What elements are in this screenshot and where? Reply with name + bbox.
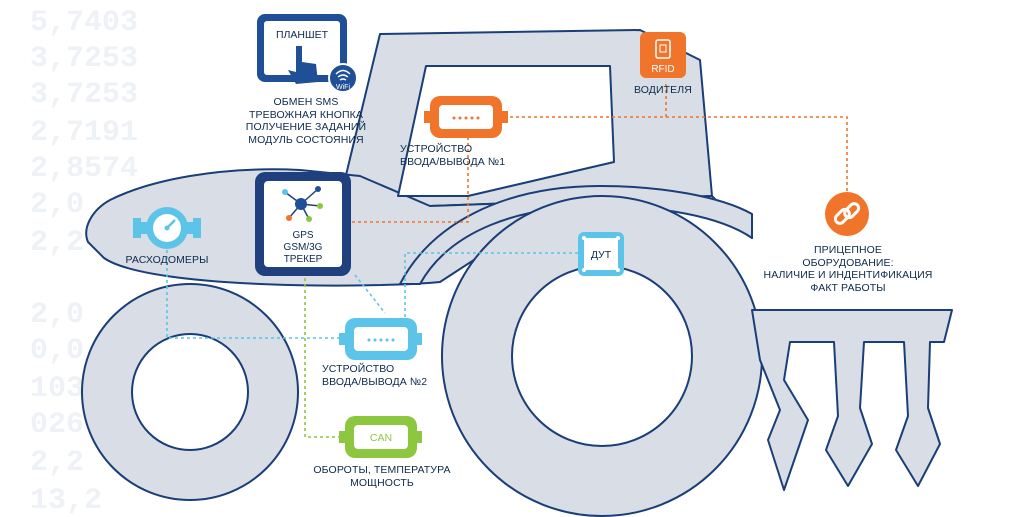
can-label: CAN <box>370 432 392 444</box>
io-device-1 <box>424 96 508 138</box>
can-module: CAN <box>339 416 422 458</box>
link-dut-io2 <box>404 252 578 318</box>
trailer-link-badge <box>825 192 869 236</box>
tablet-label: ПЛАНШЕТ <box>276 29 329 41</box>
link-tracker-io1 <box>352 130 469 223</box>
plough <box>751 309 953 491</box>
bg-digit: 2,0 <box>30 298 84 332</box>
wifi-icon <box>328 63 358 93</box>
bg-digit: 2,2 <box>30 226 84 260</box>
rear-wheel <box>441 195 763 517</box>
link-flow-io2 <box>166 250 345 339</box>
chain-link-icon <box>833 202 861 225</box>
tablet-features: ОБМЕН SMS ТРЕВОЖНАЯ КНОПКА ПОЛУЧЕНИЕ ЗАД… <box>226 96 386 146</box>
link-tracker-io2 <box>354 274 386 314</box>
can-caption: ОБОРОТЫ, ТЕМПЕРАТУРА МОЩНОСТЬ <box>313 464 451 489</box>
wifi-label: WiFi <box>336 84 350 91</box>
network-icon <box>282 186 323 222</box>
rfid-label: RFID <box>651 64 674 75</box>
bg-digit: 2,7191 <box>30 116 138 150</box>
link-io1-trailer <box>666 116 848 192</box>
bg-digit: 2,0 <box>30 188 84 222</box>
io-device-2 <box>339 318 422 360</box>
io2-caption: УСТРОЙСТВО ВВОДА/ВЫВОДА №2 <box>322 363 428 388</box>
flowmeter-icon <box>133 207 201 249</box>
bg-digit: 5,7403 <box>30 6 138 40</box>
tracker-line-2: GSM/3G <box>284 242 323 253</box>
bg-digit: 026 <box>30 408 84 442</box>
tablet-feature: ТРЕВОЖНАЯ КНОПКА <box>249 108 363 121</box>
background-digits: 5,7403 3,7253 3,7253 2,7191 2,8574 2,0 2… <box>30 6 138 517</box>
link-tracker-can <box>304 278 345 438</box>
tablet-device: ПЛАНШЕТ WiFi <box>257 14 358 93</box>
trailer-caption: ПРИЦЕПНОЕ ОБОРУДОВАНИЕ: НАЛИЧИЕ И ИНДЕНТ… <box>763 244 933 294</box>
bg-digit: 0,0 <box>30 334 84 368</box>
front-wheel <box>81 283 299 501</box>
tablet-feature: ОБМЕН SMS <box>273 96 339 108</box>
fuel-sensor: ДУТ <box>578 232 624 276</box>
rfid-card-icon <box>655 39 671 59</box>
bg-digit: 2,8574 <box>30 152 138 186</box>
bg-digit: 13,2 <box>30 484 102 517</box>
fuel-sensor-label: ДУТ <box>591 249 612 261</box>
bg-digit: 2,2 <box>30 446 84 480</box>
bg-digit: 3,7253 <box>30 78 138 112</box>
gps-tracker: GPS GSM/3G ТРЕКЕР <box>255 172 351 276</box>
tablet-feature: ПОЛУЧЕНИЕ ЗАДАНИЙ <box>245 121 367 133</box>
rfid-caption: ВОДИТЕЛЯ <box>634 84 692 96</box>
rfid-badge: RFID <box>640 32 686 78</box>
hand-pointer-icon <box>288 46 318 84</box>
io1-caption: УСТРОЙСТВО ВВОДА/ВЫВОДА №1 <box>400 143 506 168</box>
tracker-line-1: GPS <box>292 230 313 241</box>
tracker-line-3: ТРЕКЕР <box>284 254 323 265</box>
bg-digit: 3,7253 <box>30 42 138 76</box>
tablet-feature: МОДУЛЬ СОСТОЯНИЯ <box>248 133 364 146</box>
flowmeters-caption: РАСХОДОМЕРЫ <box>125 254 209 266</box>
connectors <box>166 82 848 438</box>
